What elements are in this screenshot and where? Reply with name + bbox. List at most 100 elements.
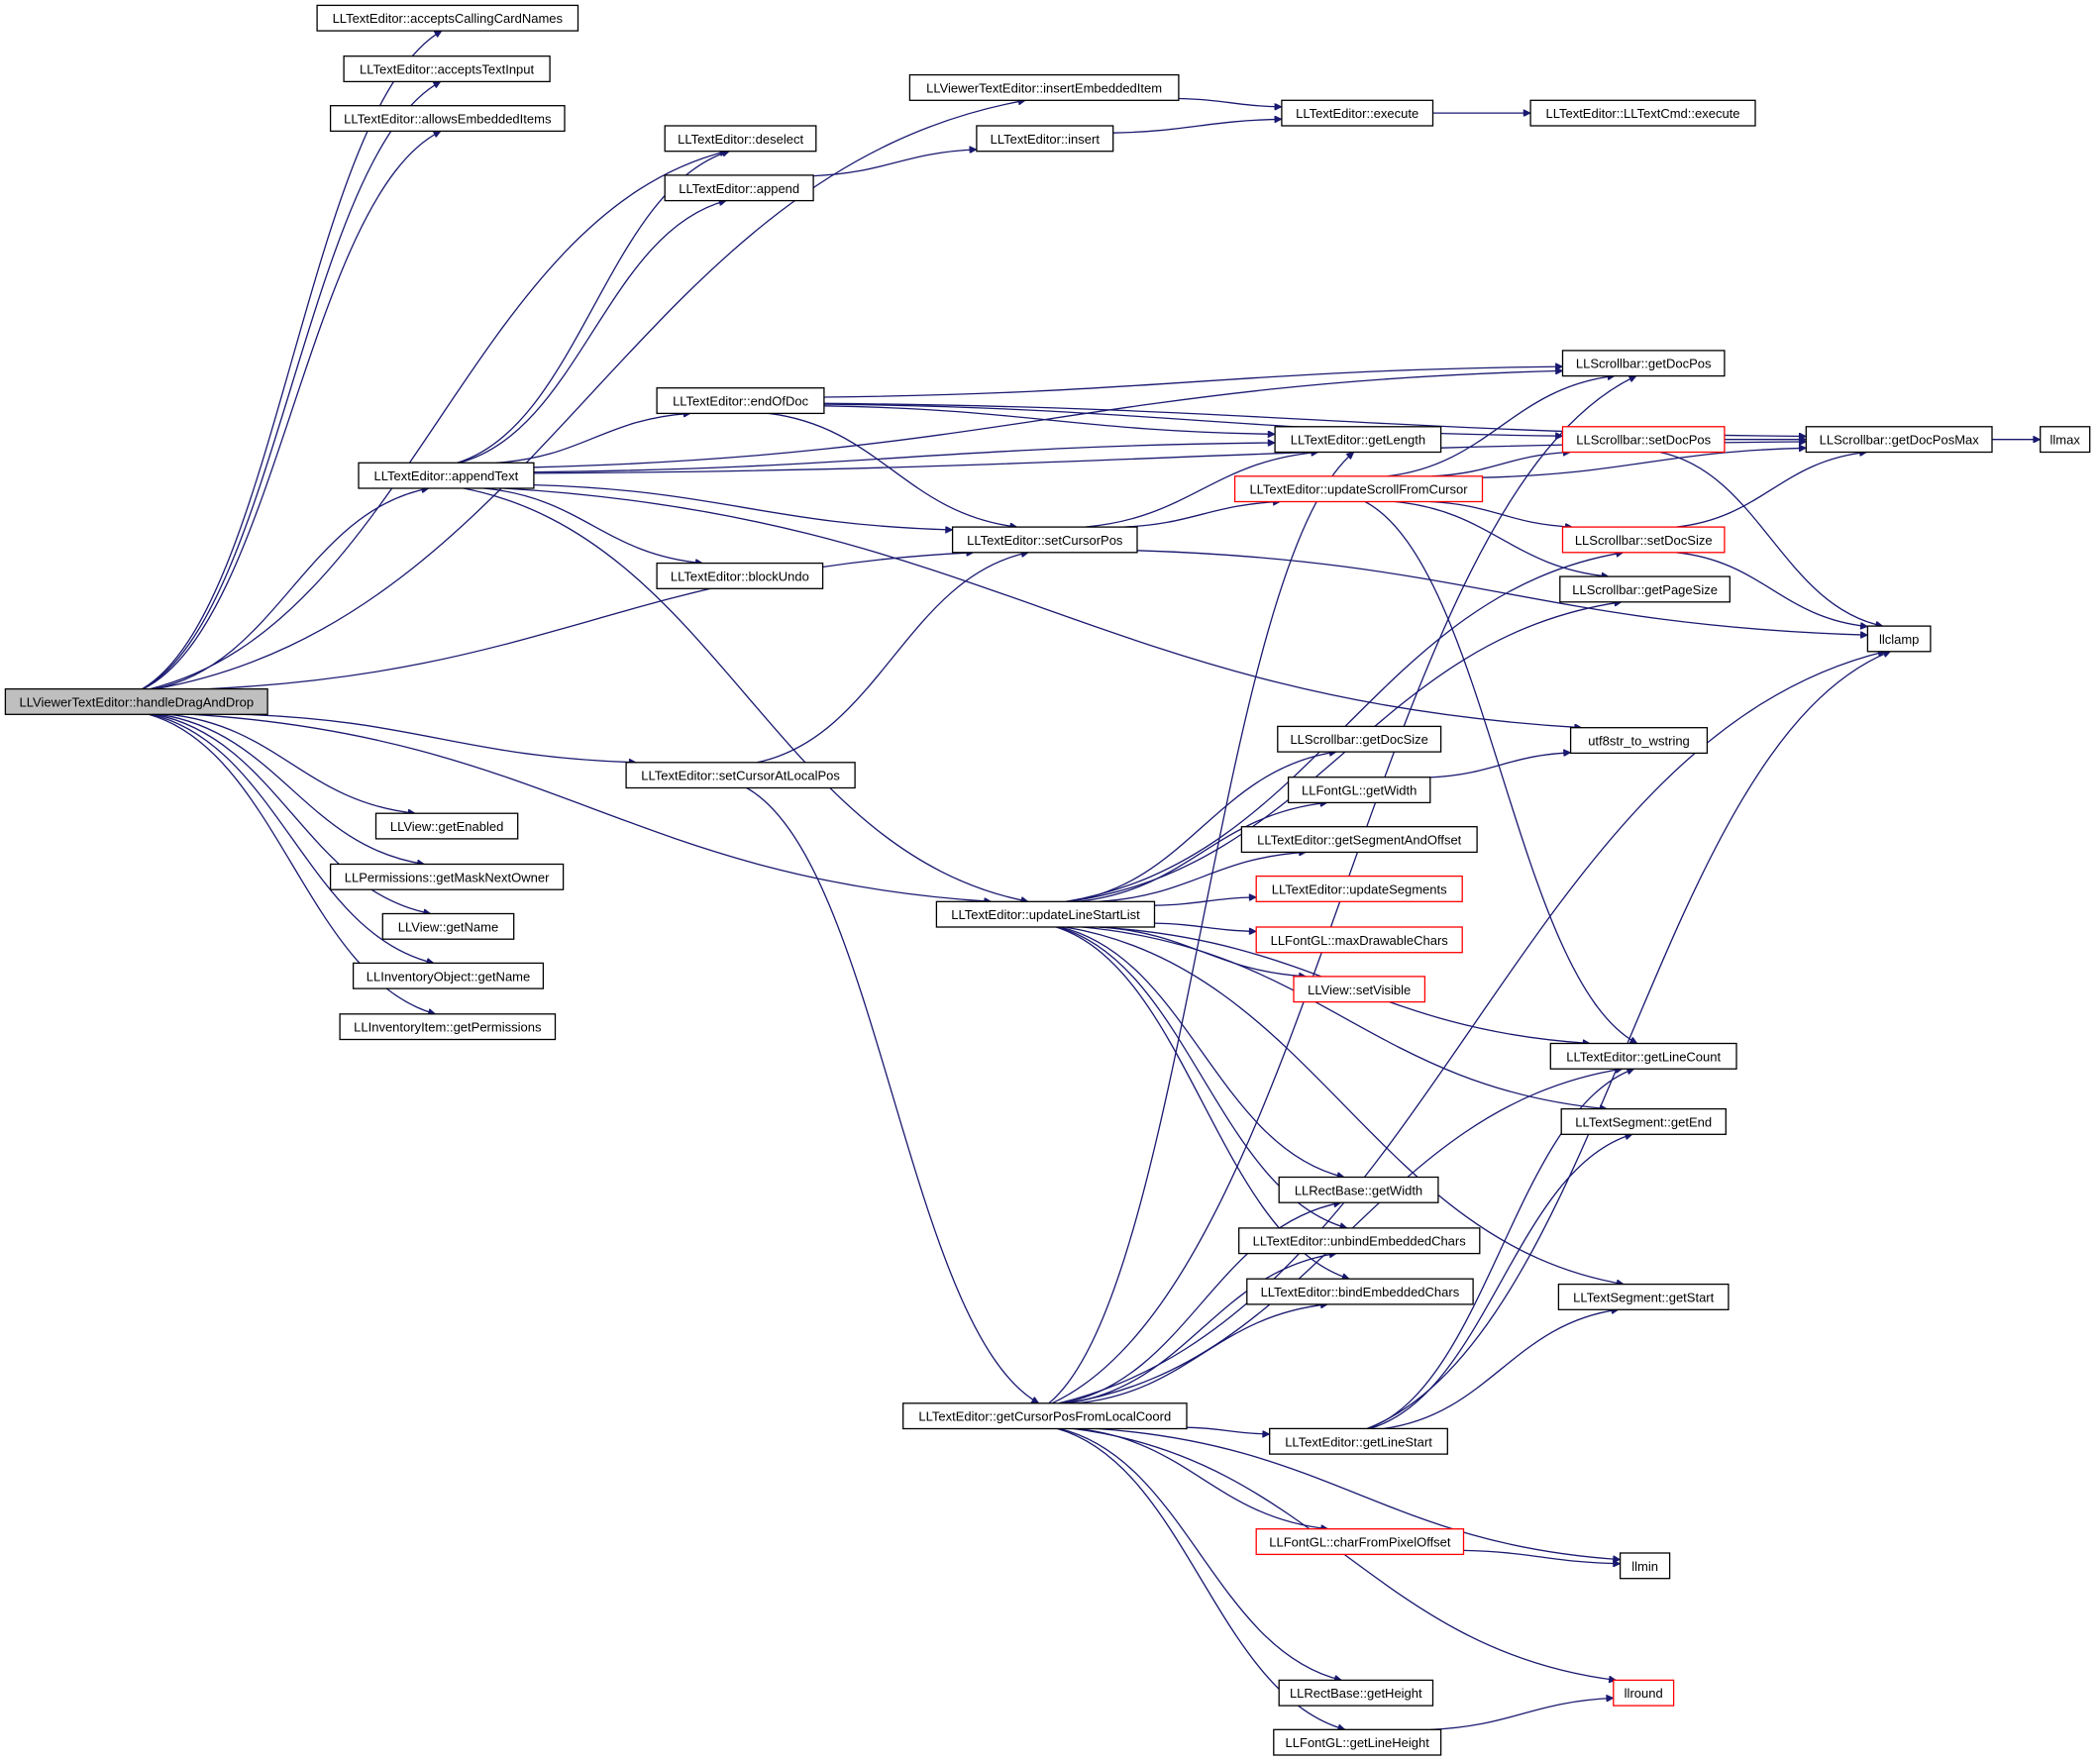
node-getPageSize[interactable]: LLScrollbar::getPageSize [1559, 575, 1731, 603]
node-getEnabled[interactable]: LLView::getEnabled [374, 812, 519, 840]
node-append[interactable]: LLTextEditor::append [664, 174, 814, 202]
edge-fontGetWidth-to-utf8str [1429, 753, 1571, 778]
node-label: llround [1625, 1686, 1663, 1701]
node-box [1529, 99, 1756, 127]
node-getDocPosMax[interactable]: LLScrollbar::getDocPosMax [1805, 426, 1993, 454]
edge-updateLineStartList-to-maxDrawableChars [1154, 922, 1257, 931]
node-label: LLView::getEnabled [390, 819, 503, 834]
node-setVisible[interactable]: LLView::setVisible [1293, 976, 1426, 1003]
node-deselect[interactable]: LLTextEditor::deselect [664, 125, 817, 153]
edge-appendText-to-getLength [533, 443, 1275, 473]
node-execute[interactable]: LLTextEditor::execute [1281, 99, 1434, 127]
node-updateScrollFromCursor[interactable]: LLTextEditor::updateScrollFromCursor [1233, 475, 1484, 503]
node-segGetEnd[interactable]: LLTextSegment::getEnd [1560, 1107, 1727, 1135]
node-setDocPos[interactable]: LLScrollbar::setDocPos [1561, 426, 1726, 454]
node-label: LLTextEditor::allowsEmbeddedItems [344, 112, 552, 127]
node-llmax[interactable]: llmax [2040, 426, 2091, 454]
node-getLineCount[interactable]: LLTextEditor::getLineCount [1549, 1042, 1737, 1070]
node-box [664, 125, 817, 153]
node-label: LLTextEditor::acceptsTextInput [360, 62, 534, 77]
node-box [902, 1402, 1188, 1430]
node-allowsEmbeddedItems[interactable]: LLTextEditor::allowsEmbeddedItems [329, 105, 566, 133]
node-box [1559, 575, 1731, 603]
edge-getLineStart-to-getLineCount [1367, 1069, 1634, 1430]
node-box [935, 900, 1156, 928]
edge-root-to-insertEmbeddedItem [155, 100, 1025, 690]
node-box [664, 174, 814, 202]
node-rectGetHeight[interactable]: LLRectBase::getHeight [1278, 1679, 1434, 1707]
node-viewGetName[interactable]: LLView::getName [381, 912, 515, 940]
node-box [1278, 1679, 1434, 1707]
node-label: LLTextEditor::getLineCount [1566, 1049, 1721, 1064]
edge-getCursorPosFromLocalCoord-to-llmin [1096, 1427, 1620, 1559]
node-box [1613, 1679, 1675, 1707]
node-blockUndo[interactable]: LLTextEditor::blockUndo [656, 562, 824, 589]
node-box [4, 687, 268, 715]
node-utf8str[interactable]: utf8str_to_wstring [1569, 727, 1709, 755]
node-endOfDoc[interactable]: LLTextEditor::endOfDoc [656, 387, 825, 415]
node-getDocPos[interactable]: LLScrollbar::getDocPos [1561, 350, 1726, 377]
node-label: LLTextEditor::setCursorAtLocalPos [641, 769, 840, 783]
node-label: LLTextEditor::execute [1296, 106, 1418, 121]
edge-insertEmbeddedItem-to-execute [1178, 97, 1282, 107]
node-updateLineStartList[interactable]: LLTextEditor::updateLineStartList [935, 900, 1156, 928]
node-getPermissions[interactable]: LLInventoryItem::getPermissions [339, 1013, 557, 1041]
node-appendText[interactable]: LLTextEditor::appendText [358, 462, 535, 489]
edge-root-to-getEnabled [167, 713, 415, 813]
node-box [1273, 1728, 1442, 1756]
edge-setDocPos-to-llclamp [1659, 451, 1883, 627]
node-box [1561, 350, 1726, 377]
node-box [908, 73, 1180, 101]
node-rectGetWidth[interactable]: LLRectBase::getWidth [1278, 1176, 1439, 1203]
node-fontGetWidth[interactable]: LLFontGL::getWidth [1287, 777, 1431, 804]
node-getDocSize[interactable]: LLScrollbar::getDocSize [1277, 725, 1442, 753]
node-invObjGetName[interactable]: LLInventoryObject::getName [352, 962, 545, 989]
node-segGetStart[interactable]: LLTextSegment::getStart [1557, 1283, 1730, 1310]
node-label: LLView::getName [398, 919, 498, 934]
node-box [1287, 777, 1431, 804]
node-cmdExecute[interactable]: LLTextEditor::LLTextCmd::execute [1529, 99, 1756, 127]
node-getLineHeight[interactable]: LLFontGL::getLineHeight [1273, 1728, 1442, 1756]
node-updateSegments[interactable]: LLTextEditor::updateSegments [1255, 875, 1463, 902]
edge-updateLineStartList-to-fontGetWidth [1077, 802, 1327, 902]
node-insertEmbeddedItem[interactable]: LLViewerTextEditor::insertEmbeddedItem [908, 73, 1180, 101]
node-box [976, 125, 1114, 153]
edge-updateScrollFromCursor-to-setDocPos [1431, 453, 1570, 477]
node-llclamp[interactable]: llclamp [1866, 625, 1932, 653]
node-label: LLTextEditor::updateLineStartList [951, 907, 1140, 922]
edge-endOfDoc-to-setCursorPos [768, 412, 1017, 527]
node-box [339, 1013, 557, 1041]
node-label: LLRectBase::getHeight [1290, 1686, 1422, 1701]
node-label: LLFontGL::maxDrawableChars [1271, 933, 1449, 948]
edge-setCursorPos-to-getLength [1084, 453, 1318, 528]
edge-root-to-setCursorPos [207, 553, 974, 690]
node-maxDrawableChars[interactable]: LLFontGL::maxDrawableChars [1255, 926, 1463, 954]
node-bindEmbeddedChars[interactable]: LLTextEditor::bindEmbeddedChars [1246, 1278, 1474, 1305]
node-unbindEmbeddedChars[interactable]: LLTextEditor::unbindEmbeddedChars [1238, 1227, 1481, 1255]
node-getLineStart[interactable]: LLTextEditor::getLineStart [1269, 1427, 1448, 1455]
node-getLength[interactable]: LLTextEditor::getLength [1274, 426, 1442, 454]
node-insert[interactable]: LLTextEditor::insert [976, 125, 1114, 153]
node-getSegmentAndOffset[interactable]: LLTextEditor::getSegmentAndOffset [1240, 826, 1478, 854]
edge-getLineStart-to-segGetStart [1383, 1309, 1619, 1430]
edge-root-to-viewGetName [154, 713, 431, 913]
node-acceptsTextInput[interactable]: LLTextEditor::acceptsTextInput [343, 55, 551, 83]
node-getCursorPosFromLocalCoord[interactable]: LLTextEditor::getCursorPosFromLocalCoord [902, 1402, 1188, 1430]
node-root[interactable]: LLViewerTextEditor::handleDragAndDrop [4, 687, 268, 715]
node-acceptsCallingCardNames[interactable]: LLTextEditor::acceptsCallingCardNames [316, 4, 579, 32]
edge-getCursorPosFromLocalCoord-to-getLineStart [1186, 1426, 1270, 1434]
node-charFromPixelOffset[interactable]: LLFontGL::charFromPixelOffset [1255, 1528, 1465, 1556]
edge-endOfDoc-to-getDocPos [823, 366, 1563, 398]
edge-updateLineStartList-to-rectGetWidth [1059, 926, 1344, 1178]
node-box [343, 55, 551, 83]
node-setCursorAtLocalPos[interactable]: LLTextEditor::setCursorAtLocalPos [625, 762, 856, 789]
node-getMaskNextOwner[interactable]: LLPermissions::getMaskNextOwner [329, 863, 565, 890]
node-setCursorPos[interactable]: LLTextEditor::setCursorPos [951, 526, 1138, 554]
node-label: utf8str_to_wstring [1588, 734, 1690, 749]
node-setDocSize[interactable]: LLScrollbar::setDocSize [1561, 526, 1726, 554]
node-box [1238, 1227, 1481, 1255]
node-llround[interactable]: llround [1613, 1679, 1675, 1707]
node-box [951, 526, 1138, 554]
node-llmin[interactable]: llmin [1619, 1552, 1671, 1580]
edge-updateScrollFromCursor-to-getDocPos [1387, 376, 1616, 477]
